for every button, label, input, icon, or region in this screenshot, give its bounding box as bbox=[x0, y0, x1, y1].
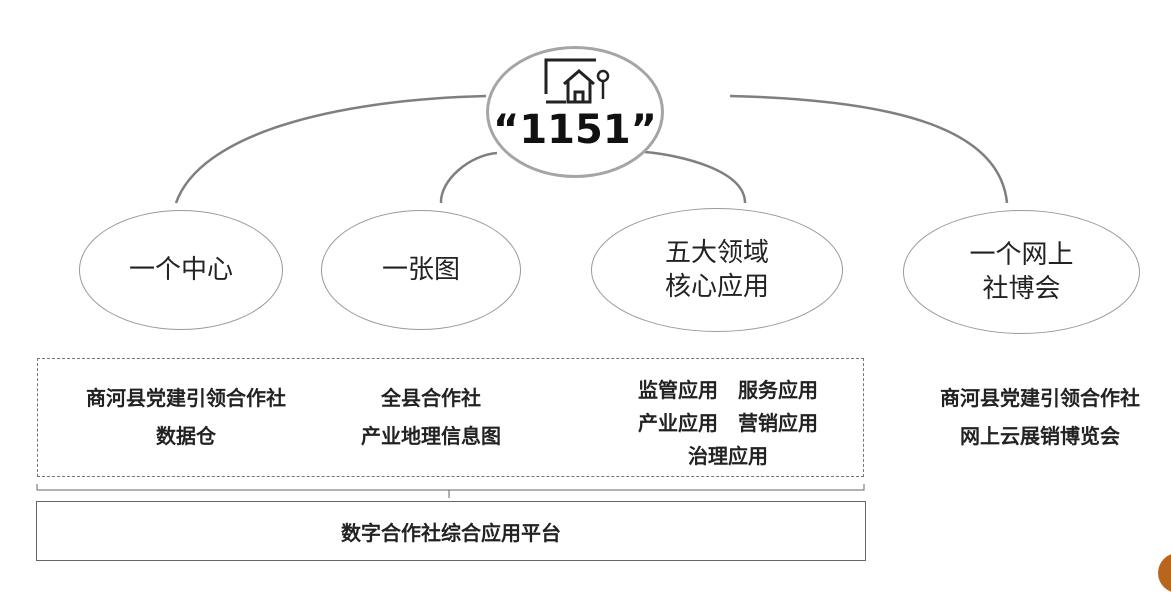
description-line: 产业应用 营销应用 bbox=[638, 411, 818, 435]
description-line: 商河县党建引领合作社 bbox=[940, 386, 1140, 410]
connector-left-outer bbox=[174, 94, 487, 204]
connector-left-inner bbox=[439, 151, 498, 204]
description-online-expo: 商河县党建引领合作社 网上云展销博览会 bbox=[908, 379, 1171, 455]
connector-right-inner bbox=[644, 150, 747, 204]
description-line: 商河县党建引领合作社 bbox=[86, 386, 286, 410]
connector-right-outer bbox=[729, 94, 1009, 204]
description-core-apps: 监管应用 服务应用 产业应用 营销应用 治理应用 bbox=[610, 374, 846, 473]
bracket-line bbox=[36, 484, 865, 498]
platform-box: 数字合作社综合应用平台 bbox=[36, 501, 866, 561]
monitor-house-tree-icon bbox=[544, 58, 610, 104]
connector-lines bbox=[36, 94, 1009, 498]
platform-label: 数字合作社综合应用平台 bbox=[341, 520, 561, 545]
description-data-warehouse: 商河县党建引领合作社 数据仓 bbox=[60, 379, 312, 455]
node-label-line: 一个网上 bbox=[969, 240, 1074, 270]
hub-circle bbox=[486, 46, 664, 178]
node-label-line: 核心应用 bbox=[664, 272, 769, 302]
description-line: 产业地理信息图 bbox=[361, 424, 501, 448]
node-one-center: 一个中心 bbox=[79, 210, 283, 330]
node-label-line: 一张图 bbox=[381, 255, 460, 285]
description-line: 网上云展销博览会 bbox=[960, 424, 1120, 448]
node-label-line: 一个中心 bbox=[128, 255, 233, 285]
node-one-map: 一张图 bbox=[321, 210, 521, 330]
description-group-box bbox=[37, 358, 864, 477]
description-geo-map: 全县合作社 产业地理信息图 bbox=[336, 379, 526, 455]
description-line: 治理应用 bbox=[688, 444, 768, 468]
node-label-line: 五大领域 bbox=[664, 238, 769, 268]
node-online-expo: 一个网上 社博会 bbox=[903, 210, 1140, 334]
node-five-core-apps: 五大领域 核心应用 bbox=[591, 208, 843, 332]
description-line: 监管应用 服务应用 bbox=[638, 378, 818, 402]
description-line: 全县合作社 bbox=[381, 386, 481, 410]
hub-title: “1151” bbox=[493, 107, 657, 153]
node-label-line: 社博会 bbox=[982, 274, 1061, 304]
description-line: 数据仓 bbox=[156, 424, 216, 448]
